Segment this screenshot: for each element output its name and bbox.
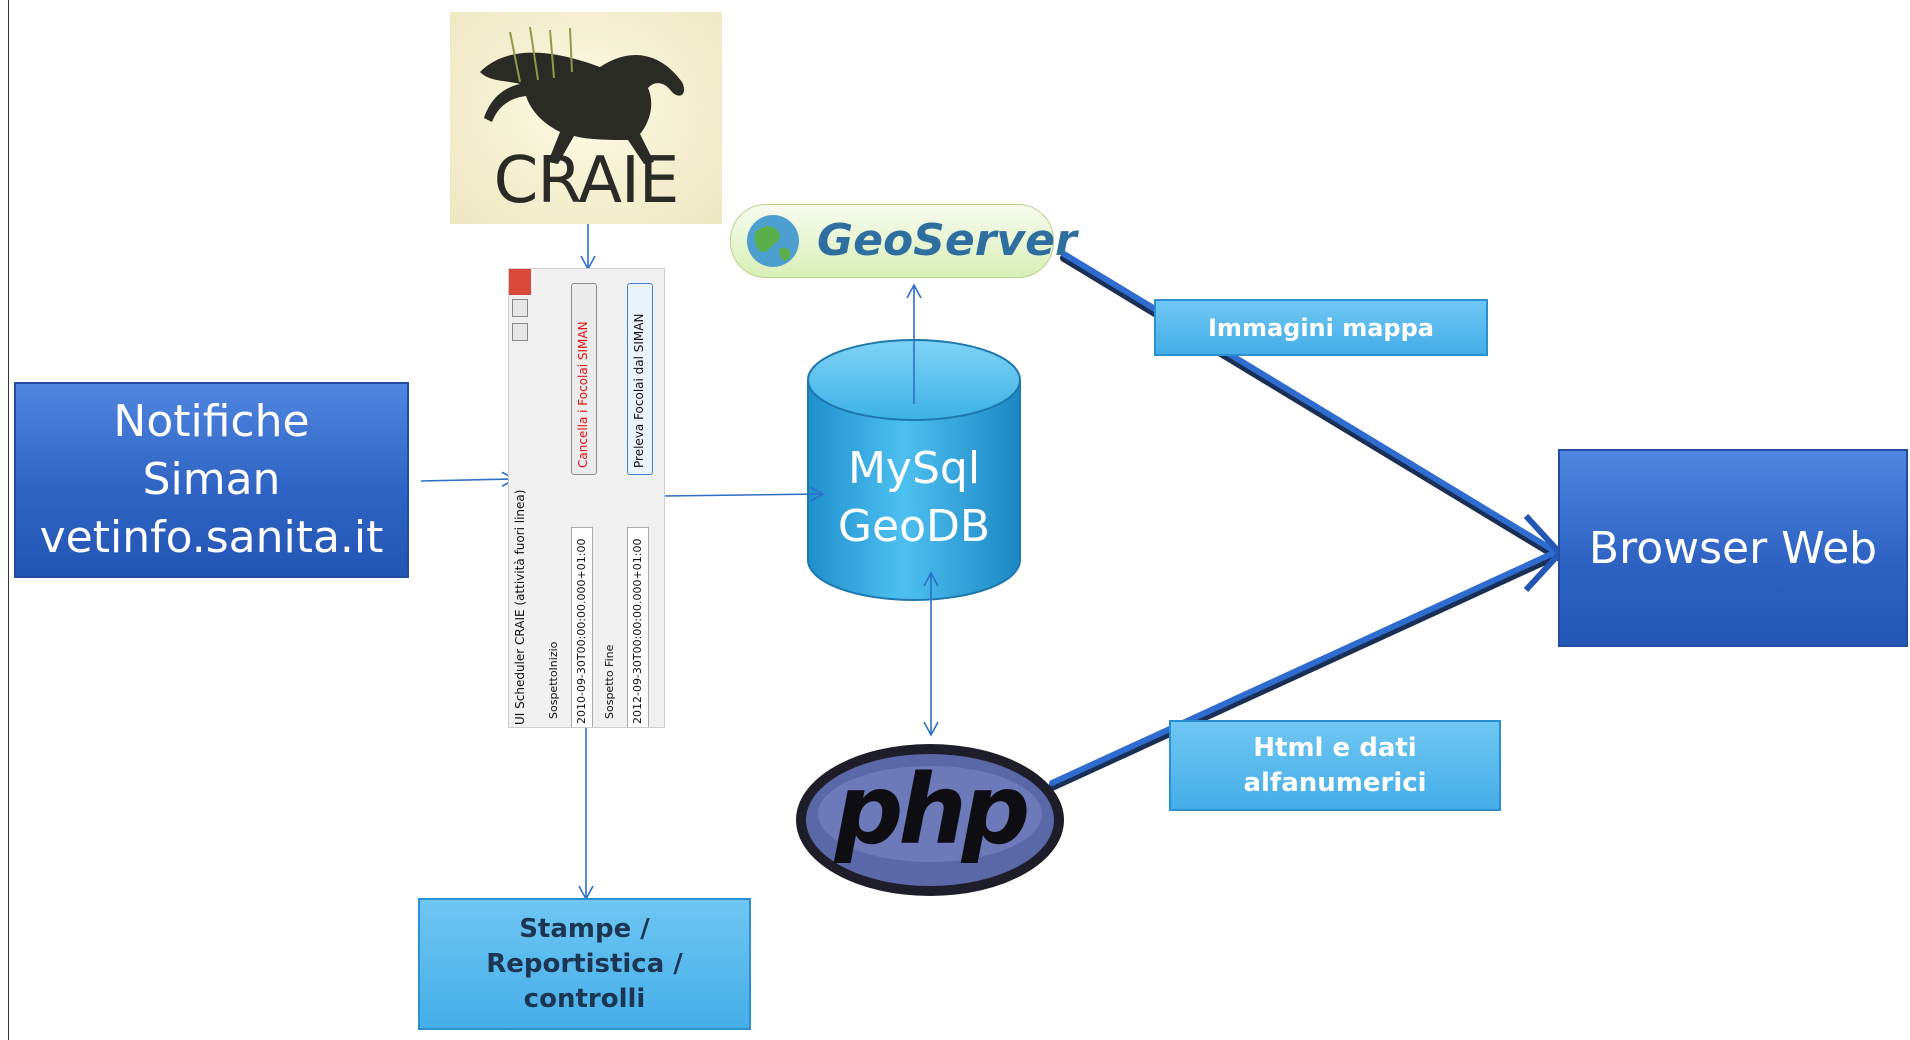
html-dati-label: Html e dati alfanumerici [1169, 720, 1501, 811]
field-end-label: Sospetto Fine [603, 644, 616, 719]
cancel-focolai-button[interactable]: Cancella i Focolai SIMAN [571, 283, 597, 475]
left-frame-line [8, 0, 9, 1040]
window-maximize-icon[interactable] [512, 299, 528, 317]
horse-icon [480, 26, 685, 164]
geoserver-logo-text: GeoServer [817, 215, 1077, 266]
craie-logo-text: CRAIE [493, 144, 680, 218]
arrow-geoserver-to-browser [1060, 251, 1562, 561]
field-start-label: SospettoInizio [547, 641, 560, 719]
window-minimize-icon[interactable] [512, 323, 528, 341]
fetch-focolai-button[interactable]: Preleva Focolai dal SIMAN [627, 283, 653, 475]
arrow-scheduler-to-db [663, 486, 825, 502]
globe-icon [747, 215, 799, 267]
stampe-reportistica-box: Stampe / Reportistica / controlli [418, 898, 751, 1030]
notifiche-siman-box: Notifiche Siman vetinfo.sanita.it [14, 382, 409, 578]
arrow-php-to-browser [1048, 548, 1562, 791]
database-label: MySql GeoDB [837, 443, 991, 552]
scheduler-title: UI Scheduler CRAIE (attività fuori linea… [513, 489, 527, 725]
php-ellipse-icon [796, 744, 1064, 896]
php-logo: php [792, 740, 1068, 900]
field-start-input[interactable]: 2010-09-30T00:00:00.000+01:00 [571, 527, 593, 727]
immagini-mappa-label: Immagini mappa [1154, 299, 1488, 356]
window-close-strip [509, 269, 531, 295]
scheduler-window: UI Scheduler CRAIE (attività fuori linea… [508, 268, 665, 728]
geoserver-logo: GeoServer [730, 204, 1077, 278]
arrow-notifiche-to-scheduler [420, 471, 517, 487]
craie-logo: CRAIE [450, 12, 722, 224]
browser-web-box: Browser Web [1558, 449, 1908, 647]
field-end-input[interactable]: 2012-09-30T00:00:00.000+01:00 [627, 527, 649, 727]
php-logo-text: php [834, 754, 1031, 866]
